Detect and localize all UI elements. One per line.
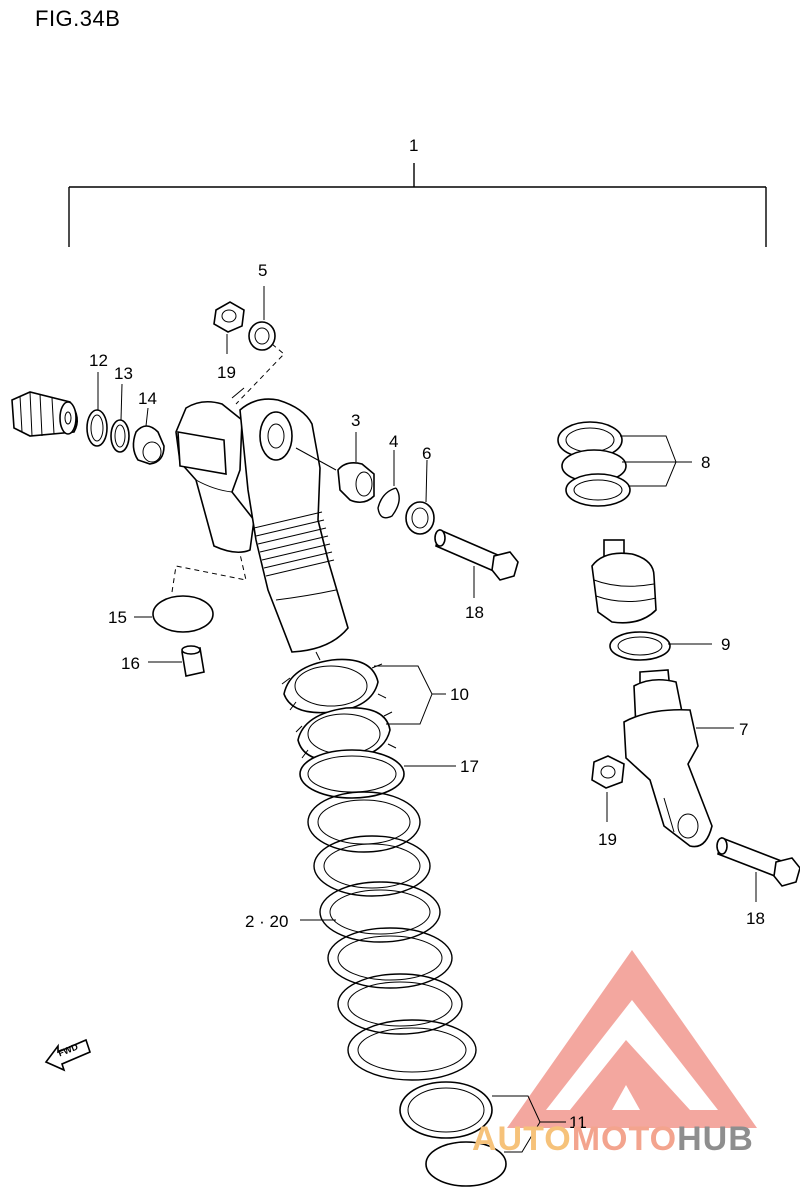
spring-seat-17 [299, 749, 456, 799]
callout-4: 4 [389, 432, 399, 451]
washer-6 [405, 459, 435, 535]
shock-body [239, 398, 349, 653]
callout-6: 6 [422, 444, 432, 463]
reservoir [175, 387, 255, 554]
watermark-text: AUTOMOTOHUB [472, 1120, 754, 1159]
adjuster-knob [11, 391, 78, 437]
callout-1: 1 [409, 136, 419, 155]
bump-rubber [591, 539, 657, 624]
leader-13 [120, 383, 123, 421]
callout-11: 11 [569, 1113, 587, 1132]
figure-title: FIG.34B [35, 6, 121, 31]
nut-19-top [213, 301, 245, 354]
bolt-18-upper [434, 528, 519, 598]
bolt-18-lower [716, 836, 800, 902]
o-ring-12 [86, 409, 108, 447]
spring-seat-11 [399, 1081, 566, 1187]
callout-12: 12 [89, 351, 108, 370]
callout-3: 3 [351, 411, 361, 430]
bushing-16 [148, 645, 205, 677]
callout-19-lower: 19 [598, 830, 617, 849]
callout-14: 14 [138, 389, 157, 408]
callout-9: 9 [721, 635, 731, 654]
callout-10: 10 [450, 685, 469, 704]
washer-9 [609, 631, 712, 661]
watermark-part-hub: HUB [677, 1120, 754, 1158]
watermark-part-auto: AUTO [472, 1120, 572, 1158]
leader-14 [145, 407, 149, 427]
plug-14 [132, 425, 165, 465]
washer-5 [235, 286, 285, 405]
rings-8 [557, 421, 692, 507]
callout-13: 13 [114, 364, 133, 383]
watermark-logo [507, 950, 757, 1128]
spring-2-20 [300, 791, 477, 1081]
fwd-arrow-icon [44, 1038, 91, 1072]
callout-8: 8 [701, 453, 711, 472]
watermark-part-moto: MOTO [571, 1120, 678, 1158]
lower-eye-7 [623, 669, 734, 848]
assembly-bracket [68, 163, 767, 247]
callout-7: 7 [739, 720, 749, 739]
nut-19-lower [591, 755, 625, 822]
callout-2-20: 2 · 20 [245, 912, 289, 931]
leader-3-dash [295, 447, 337, 471]
callout-18-lower: 18 [746, 909, 765, 928]
callout-18-upper: 18 [465, 603, 484, 622]
callout-15: 15 [108, 608, 127, 627]
o-ring-13 [110, 419, 130, 453]
cap-15 [152, 595, 214, 633]
callout-19-top: 19 [217, 363, 236, 382]
collar-3 [337, 432, 375, 504]
callout-16: 16 [121, 654, 140, 673]
leader-15-dash [171, 553, 247, 593]
callout-5: 5 [258, 261, 268, 280]
circlip-4 [377, 450, 400, 519]
callout-17: 17 [460, 757, 479, 776]
